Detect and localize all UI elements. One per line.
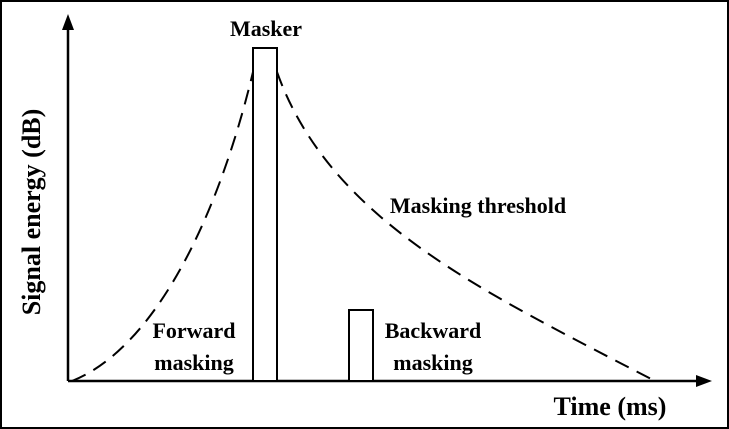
x-axis-arrow <box>696 375 712 387</box>
forward-masking-label-line1: Forward <box>152 318 235 343</box>
backward-masking-label-line2: masking <box>393 350 472 375</box>
y-axis-arrow <box>62 14 74 30</box>
backward-masking-curve <box>276 71 656 382</box>
backward-masking-label-line1: Backward <box>385 318 482 343</box>
y-axis-label: Signal energy (dB) <box>17 109 46 316</box>
test-signal-bar <box>348 309 374 382</box>
x-axis-label: Time (ms) <box>554 392 667 421</box>
masker-label: Masker <box>230 16 302 41</box>
masking-threshold-label: Masking threshold <box>390 193 566 218</box>
forward-masking-curve <box>71 71 254 382</box>
forward-masking-label-line2: masking <box>154 350 233 375</box>
masker-bar <box>252 47 278 382</box>
